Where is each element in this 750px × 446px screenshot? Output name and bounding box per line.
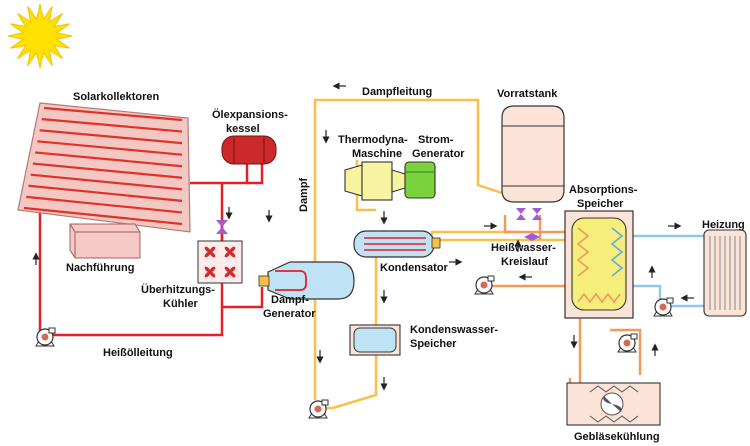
thermo-machine-label-1: Thermodyna- [338, 134, 408, 146]
power-generator-label-2: Generator [412, 148, 465, 160]
thermodynamic-machine [344, 161, 406, 201]
condensate-label-1: Kondenswasser- [410, 324, 498, 336]
feedwater-pump-icon [308, 399, 329, 419]
condensate-label-2: Speicher [410, 338, 457, 350]
collector-tube [28, 184, 183, 202]
oil-expansion-tank [221, 135, 277, 165]
fan-cooling-label: Gebläsekühlung [574, 431, 660, 443]
flow-arrows [32, 82, 694, 391]
power-generator [404, 161, 436, 199]
superheat-cooler [197, 240, 243, 284]
heating-pump-icon [653, 297, 674, 317]
storage-valve-right-icon [532, 208, 542, 220]
fan-blade-icon [224, 251, 231, 258]
absorption-storage [564, 210, 634, 319]
absorption-label-2: Speicher [577, 198, 624, 210]
steam-generator-label-1: Dampf- [271, 294, 309, 306]
oil-expansion-label-2: kessel [226, 123, 260, 135]
collector-tube [41, 118, 183, 133]
fan-blade-icon [209, 266, 216, 273]
superheat-label-2: Kühler [163, 298, 199, 310]
oil-expansion-label-1: Ölexpansions- [212, 108, 288, 121]
collector-tube [35, 151, 183, 168]
steam-generator-label-2: Generator [263, 308, 316, 320]
collector-tube [26, 195, 183, 214]
fan-blade-icon [209, 251, 216, 258]
sun-icon [7, 3, 73, 69]
cold-water-pipes [630, 234, 706, 308]
fan-blade-icon [204, 271, 211, 278]
tracking-unit [69, 223, 141, 259]
collector-tube [32, 162, 183, 179]
cooling-pump-icon [617, 333, 638, 353]
steam-line-label: Dampfleitung [362, 86, 432, 98]
fan-blade-icon [204, 251, 211, 258]
heating-radiator [703, 229, 747, 317]
storage-tank-label: Vorratstank [497, 88, 558, 100]
absorption-label-1: Absorptions- [569, 184, 638, 196]
solar-collectors-label: Solarkollektoren [73, 91, 159, 103]
hot-water-valve-icon [524, 233, 540, 241]
fan-blade-icon [229, 266, 236, 273]
fan-blade-icon [204, 246, 211, 253]
collector-tube [30, 173, 183, 191]
steam-label: Dampf [298, 177, 310, 212]
storage-valve-left-icon [516, 208, 526, 220]
fan-blade-icon [229, 271, 236, 278]
hot-water-circuit-label-2: Kreislauf [501, 256, 548, 268]
fan-blade-icon [209, 246, 216, 253]
condenser [353, 230, 441, 258]
fan-cooler [566, 382, 661, 426]
fan-blade-icon [224, 246, 231, 253]
collector-tube [39, 129, 183, 145]
storage-tank [501, 105, 565, 203]
condensate-storage [349, 324, 401, 356]
fan-blade-icon [224, 271, 231, 278]
condenser-label: Kondensator [380, 262, 449, 274]
hot-water-pump-icon [474, 275, 495, 295]
power-generator-label-1: Strom- [418, 134, 454, 146]
fan-blade-icon [229, 251, 236, 258]
collector-tube [23, 206, 183, 226]
fan-blade-icon [209, 271, 216, 278]
steam-generator [258, 261, 355, 300]
hot-oil-line-label: Heißölleitung [103, 347, 173, 359]
hot-water-circuit-label-1: Heißwasser- [491, 242, 556, 254]
fan-blade-icon [229, 246, 236, 253]
fan-blade-icon [224, 266, 231, 273]
heating-label: Heizung [702, 219, 745, 231]
tracking-label: Nachführung [66, 262, 134, 274]
oil-valve-icon [216, 220, 228, 234]
fan-blade-icon [204, 266, 211, 273]
solar-collector-array [17, 102, 191, 233]
hot-oil-pump-icon [35, 327, 56, 347]
superheat-label-1: Überhitzungs- [141, 283, 215, 296]
thermo-machine-label-2: Maschine [352, 148, 402, 160]
collector-tube [43, 106, 183, 122]
collector-tube [37, 140, 183, 156]
